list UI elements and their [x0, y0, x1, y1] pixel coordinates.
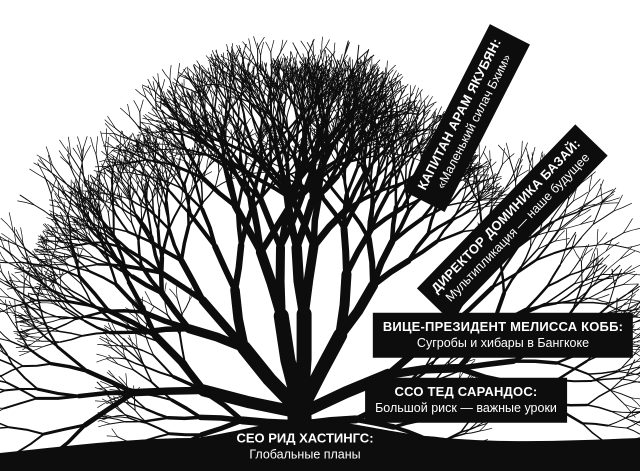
label-quote: Сугробы и хибары в Бангкоке	[416, 336, 590, 350]
label-quote: Глобальные планы	[249, 447, 361, 462]
label-name: ВИЦЕ-ПРЕЗИДЕНТ МЕЛИССА КОББ:	[382, 318, 624, 334]
label-ceo-reed-hastings: СЕО РИД ХАСТИНГС: Глобальные планы	[236, 431, 373, 464]
label-vp-melissa-cobb: ВИЦЕ-ПРЕЗИДЕНТ МЕЛИССА КОББ: Сугробы и х…	[372, 312, 634, 358]
label-name: ССО ТЕД САРАНДОС:	[394, 383, 538, 399]
ground-mound	[0, 419, 640, 471]
label-name: СЕО РИД ХАСТИНГС:	[236, 430, 374, 446]
label-quote: Большой риск — важные уроки	[375, 401, 557, 415]
label-cco-ted-sarandos: ССО ТЕД САРАНДОС: Большой риск — важные …	[365, 377, 567, 423]
